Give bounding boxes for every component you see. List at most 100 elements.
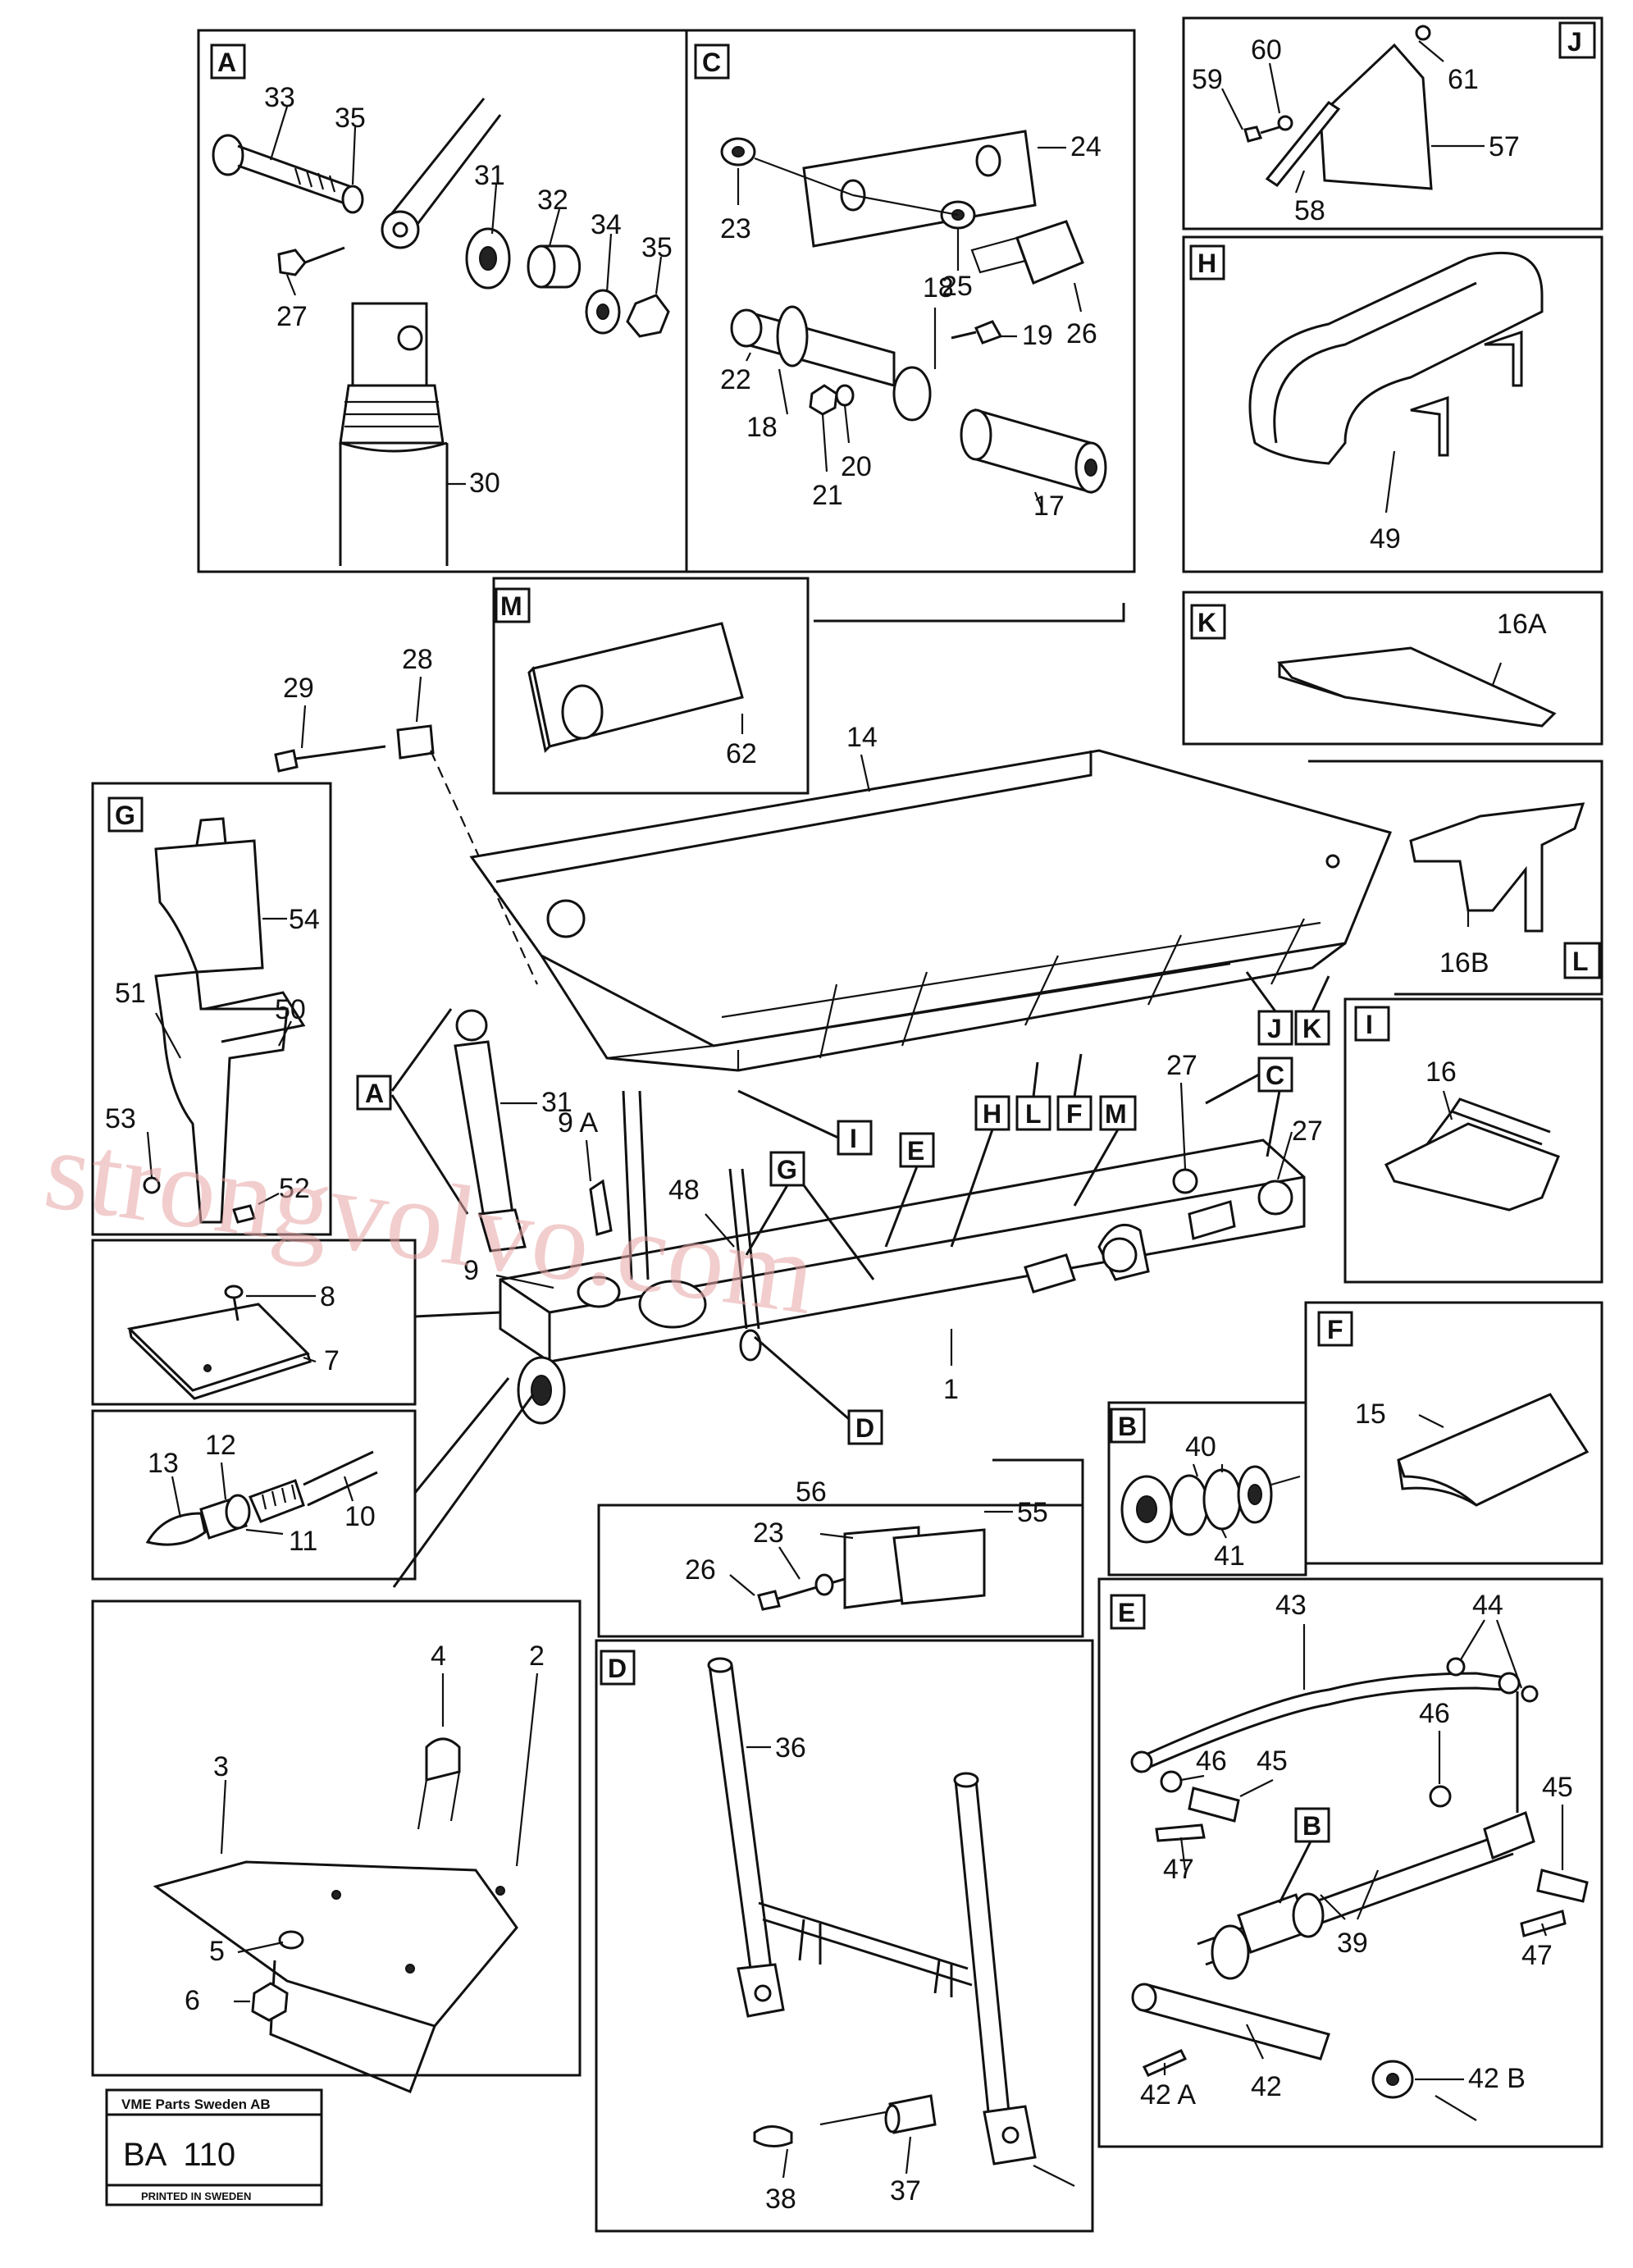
panel-f-tag: F: [1327, 1315, 1343, 1344]
label-20: 20: [841, 451, 872, 482]
footer-stamp: VME Parts Sweden AB BA 110 PRINTED IN SW…: [105, 2088, 323, 2206]
label-29: 29: [283, 673, 314, 704]
panel-k-tag: K: [1197, 608, 1216, 637]
label-45-left: 45: [1257, 1745, 1288, 1777]
main-tag-j: J: [1267, 1014, 1282, 1043]
panel-l: L 16B: [1308, 760, 1603, 996]
label-58: 58: [1294, 195, 1325, 226]
label-35b: 35: [641, 232, 673, 263]
panel-pads: 56 55 23 26: [597, 1458, 1084, 1638]
label-27-main-a: 27: [1166, 1050, 1197, 1081]
label-5: 5: [209, 1936, 225, 1967]
label-32: 32: [537, 185, 568, 216]
label-45-right: 45: [1542, 1772, 1573, 1803]
main-tag-f: F: [1066, 1099, 1083, 1129]
label-49: 49: [1370, 523, 1401, 554]
label-8: 8: [320, 1281, 335, 1312]
company-name: VME Parts Sweden AB: [121, 2097, 271, 2112]
label-18-top: 18: [923, 272, 954, 303]
label-4: 4: [431, 1641, 446, 1672]
label-36: 36: [775, 1732, 806, 1764]
label-37: 37: [890, 2175, 921, 2206]
label-62: 62: [726, 738, 757, 769]
main-tag-k: K: [1302, 1014, 1321, 1043]
label-41: 41: [1214, 1540, 1245, 1572]
label-52: 52: [279, 1173, 310, 1204]
panel-h-tag: H: [1197, 249, 1216, 278]
label-9a: 9 A: [558, 1107, 598, 1139]
label-23-pads: 23: [753, 1517, 784, 1549]
label-30: 30: [469, 468, 500, 499]
label-21: 21: [812, 480, 843, 511]
panel-i-tag: I: [1366, 1010, 1373, 1039]
panel-m-tag: M: [500, 591, 522, 621]
main-tag-d: D: [855, 1413, 874, 1443]
panel-e-inner-tag-b: B: [1302, 1811, 1321, 1841]
label-43: 43: [1275, 1590, 1307, 1621]
label-2: 2: [529, 1641, 545, 1672]
label-42: 42: [1251, 2071, 1282, 2102]
label-6: 6: [185, 1985, 200, 2016]
main-tag-a: A: [365, 1079, 384, 1108]
main-tag-l: L: [1025, 1099, 1042, 1129]
label-54: 54: [289, 904, 320, 935]
label-60: 60: [1251, 34, 1282, 66]
label-22: 22: [720, 364, 751, 395]
label-17: 17: [1033, 491, 1065, 522]
label-16b: 16B: [1439, 947, 1489, 979]
label-42b: 42 B: [1468, 2063, 1526, 2094]
main-tag-m: M: [1105, 1099, 1127, 1129]
label-35: 35: [335, 103, 366, 134]
label-3: 3: [213, 1751, 229, 1782]
label-47-left: 47: [1163, 1854, 1194, 1885]
main-tag-e: E: [907, 1136, 924, 1166]
label-25: 25: [942, 271, 973, 302]
panel-c: C: [685, 29, 1136, 573]
panel-c-tag: C: [702, 48, 721, 77]
panel-g-tag: G: [115, 801, 135, 830]
label-16: 16: [1425, 1056, 1457, 1088]
printed-note: PRINTED IN SWEDEN: [141, 2190, 251, 2202]
label-26-pads: 26: [685, 1554, 716, 1586]
label-42a: 42 A: [1140, 2079, 1196, 2111]
label-27-main-b: 27: [1292, 1116, 1323, 1147]
label-1: 1: [943, 1374, 959, 1405]
label-57: 57: [1489, 131, 1520, 162]
label-47-right: 47: [1521, 1940, 1553, 1971]
label-23: 23: [720, 213, 751, 244]
panel-hose: 13 12 11 10: [91, 1311, 535, 1588]
label-53: 53: [105, 1103, 136, 1134]
panel-a-tag: A: [217, 48, 236, 77]
label-34: 34: [591, 209, 622, 240]
label-26: 26: [1066, 318, 1097, 349]
label-24: 24: [1070, 131, 1102, 162]
label-14: 14: [846, 722, 878, 753]
panel-d: D 36 38 37: [595, 1639, 1094, 2233]
label-44: 44: [1472, 1590, 1503, 1621]
label-16a: 16A: [1497, 609, 1547, 640]
panel-f: F 15: [1304, 1301, 1603, 1565]
label-46-right: 46: [1419, 1698, 1450, 1729]
label-10: 10: [344, 1501, 376, 1532]
label-48: 48: [668, 1175, 700, 1206]
main-assembly: 29 28 14 31: [274, 644, 1393, 1445]
label-40: 40: [1185, 1431, 1216, 1463]
label-33: 33: [264, 82, 295, 113]
label-55: 55: [1017, 1497, 1048, 1528]
panel-k: K 16A: [1182, 591, 1603, 746]
panel-m: M 62: [492, 577, 1125, 795]
watermark: strongvolvo.com: [38, 1105, 823, 1339]
label-61: 61: [1448, 64, 1479, 95]
main-tag-c: C: [1266, 1061, 1284, 1090]
label-46-left: 46: [1196, 1745, 1227, 1777]
label-12: 12: [205, 1430, 236, 1461]
label-9: 9: [463, 1255, 479, 1286]
panel-b-tag: B: [1118, 1412, 1137, 1441]
drawing-code: BA 110: [123, 2137, 235, 2173]
label-56: 56: [796, 1476, 827, 1508]
panel-l-tag: L: [1572, 947, 1589, 976]
panel-b: B 40 41: [1107, 1401, 1307, 1577]
panel-e-tag: E: [1118, 1598, 1135, 1627]
label-19: 19: [1022, 320, 1053, 351]
